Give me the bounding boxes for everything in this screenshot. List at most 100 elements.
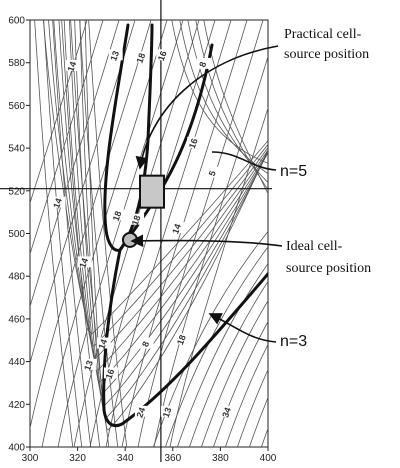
y-tick-label: 400 [8,443,25,454]
contour-label-bg [156,49,171,61]
contour-label: 16 [187,137,200,150]
contour-line [30,20,120,308]
annotations: Practical cell- source position Ideal ce… [130,27,371,350]
y-tick-label: 520 [8,186,25,197]
ideal-position-marker [121,231,138,248]
contour-label: 8 [140,340,151,348]
contour-line [58,20,268,371]
contour-line [105,20,232,447]
contour-label: 5 [207,169,218,177]
y-tick-label: 580 [8,58,25,69]
contour-label: 14 [77,257,90,270]
ideal-arrow [130,234,283,248]
contour-line [187,20,268,184]
contour-line [203,20,268,195]
practical-label-line2: source position [284,47,369,62]
contour-line [152,230,268,447]
x-axis: 300 320 340 360 380 400 [22,447,277,464]
contour-label: 16 [156,50,169,63]
contour-line [30,20,88,205]
contour-label-bg [130,213,145,225]
y-tick-label: 480 [8,272,25,283]
x-tick-label: 320 [69,453,86,464]
practical-label-line1: Practical cell- [284,27,362,42]
contour-line [34,20,74,447]
contour-line [236,368,268,447]
n3-label: n=3 [280,333,307,350]
contour-line [248,396,268,447]
x-tick-label: 360 [164,453,181,464]
contour-label-bg [82,358,97,370]
x-tick-label: 400 [260,453,277,464]
contour-line [212,320,268,447]
contour-label-bg [77,256,92,268]
contour-label: 16 [104,368,117,381]
contour-line [88,20,128,447]
contour-label-bg [108,49,123,61]
contour-label: 14 [170,222,183,235]
contour-label-bg [139,337,154,349]
contour-line [48,20,268,347]
contour-label: 14 [65,60,78,73]
contour-line [84,20,268,431]
contour-label-bg [96,337,111,349]
contour-label: 18 [175,333,188,346]
contour-line [121,20,248,447]
contour-line [171,20,268,164]
contour-label-bg [134,405,149,417]
contour-label: 24 [135,406,148,419]
contour-line [195,20,268,191]
thick-contour [102,248,268,428]
contour-labels: 14131816816514181881414148181316241334 [51,49,235,419]
x-tick-label: 300 [22,453,39,464]
contour-line [73,20,200,447]
crosshair [0,0,272,462]
y-tick-label: 500 [8,229,25,240]
x-tick-label: 340 [117,453,134,464]
contour-line [53,20,268,359]
contour-label-bg [65,59,80,71]
contour-label: 8 [197,60,208,68]
contour-label: 34 [220,406,233,419]
contour-label-bg [170,222,185,234]
y-tick-label: 600 [8,16,25,27]
x-tick-label: 380 [212,453,229,464]
contour-line [52,20,92,447]
contour-label-bg [51,196,66,208]
thick-contour [103,23,130,252]
n5-label: n=5 [280,163,307,180]
contour-label: 18 [130,214,143,227]
y-tick-label: 440 [8,357,25,368]
contour-label-bg [206,166,221,178]
contour-line [42,20,268,335]
ideal-label-line1: Ideal cell- [286,239,343,254]
contour-line [200,299,268,447]
contour-line [164,246,268,447]
contour-label: 13 [82,359,95,372]
contour-label-bg [187,136,202,148]
contour-line [61,20,101,447]
contour-label: 13 [108,50,121,63]
contour-label-bg [220,405,235,417]
y-tick-label: 420 [8,400,25,411]
contour-label-bg [134,51,149,63]
contour-label-bg [175,333,190,345]
practical-arrow [135,45,279,170]
contour-line [30,20,152,431]
contour-label: 14 [51,197,64,210]
n3-leader [208,313,277,343]
contour-label-bg [196,57,211,69]
contour-line [224,343,268,447]
n5-leader [211,151,277,171]
contour-label-bg [111,209,126,221]
contour-label: 14 [96,338,109,351]
contour-label: 18 [135,52,148,65]
contour-label: 13 [161,406,174,419]
contour-line [79,20,119,447]
contour-line [30,20,104,256]
contour-line [179,20,268,175]
contour-label: 18 [111,210,124,223]
contour-line [63,20,268,383]
contour-line [43,20,83,447]
